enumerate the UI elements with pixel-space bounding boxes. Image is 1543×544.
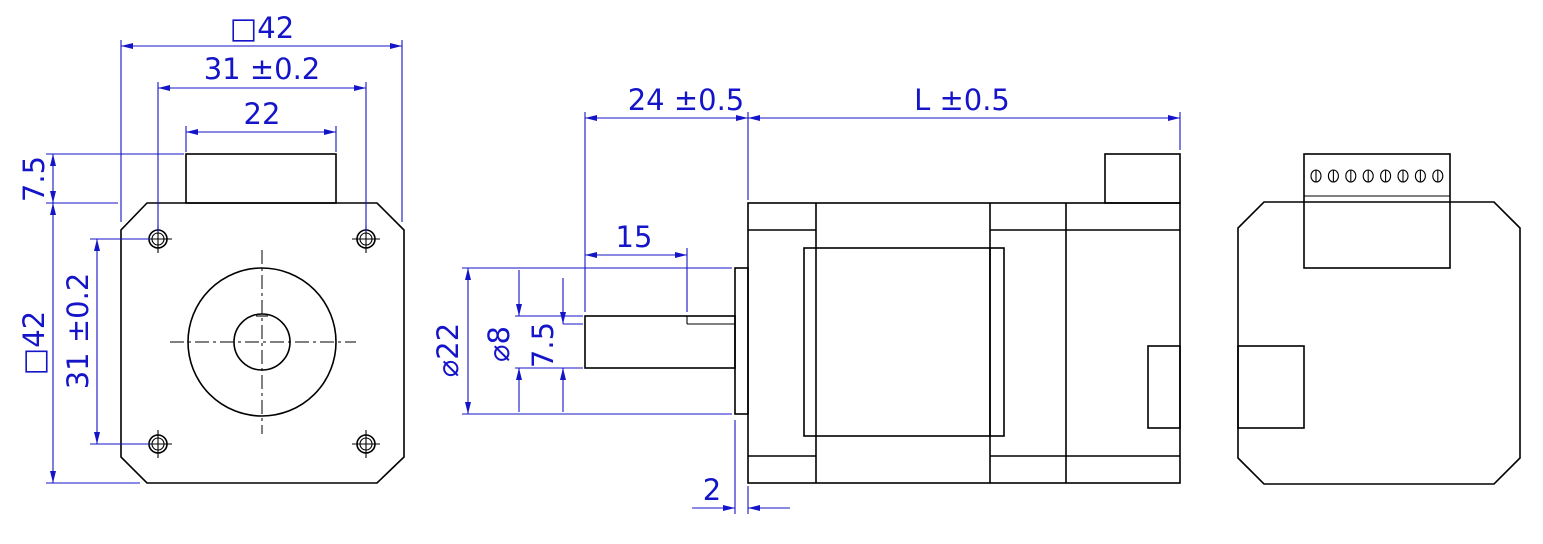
connector-pin [1432, 169, 1444, 183]
dim-shaft-length: 24 ±0.5 [628, 83, 745, 117]
motor-body [747, 202, 1181, 484]
connector-pin [1327, 169, 1339, 183]
rear-connector [1303, 153, 1451, 269]
connector-pin [1345, 169, 1357, 183]
front-dimensions: □42 31 ±0.2 22 7.5 □42 31 ±0.2 [17, 11, 403, 484]
connector-pins [1310, 169, 1444, 183]
boss [734, 267, 749, 415]
dim-boss-height: 2 [703, 473, 721, 507]
mounting-hole [352, 430, 380, 458]
connector-pin [1362, 169, 1374, 183]
front-view [120, 153, 405, 484]
dim-shaft-diameter: ⌀8 [482, 326, 516, 362]
dim-flat-depth: 7.5 [526, 322, 560, 368]
front-flange-outline [120, 202, 405, 484]
rear-outline [1237, 201, 1521, 485]
side-view [584, 153, 1181, 484]
connector-pin [1397, 169, 1409, 183]
dim-flat-length: 15 [616, 220, 653, 254]
stator-core [803, 247, 1005, 437]
dim-boss-diameter: ⌀22 [431, 323, 465, 377]
side-cable-exit [1147, 345, 1181, 429]
side-connector-block [1104, 153, 1181, 204]
rear-cable-exit [1237, 345, 1305, 429]
connector-pin [1414, 169, 1426, 183]
dim-front-width: □42 [230, 11, 294, 45]
dim-connector-height: 7.5 [17, 156, 51, 202]
connector-pin [1380, 169, 1392, 183]
side-dimensions: 24 ±0.5 L ±0.5 15 ⌀22 ⌀8 7.5 2 [431, 83, 1181, 514]
dim-connector-width: 22 [244, 97, 281, 131]
rear-view [1237, 153, 1521, 485]
dim-hole-spacing-x: 31 ±0.2 [204, 52, 321, 86]
front-connector-block [185, 153, 337, 204]
connector-pin [1310, 169, 1322, 183]
dim-front-height: □42 [17, 311, 51, 375]
dim-hole-spacing-y: 31 ±0.2 [61, 273, 95, 390]
dim-body-length: L ±0.5 [914, 83, 1010, 117]
